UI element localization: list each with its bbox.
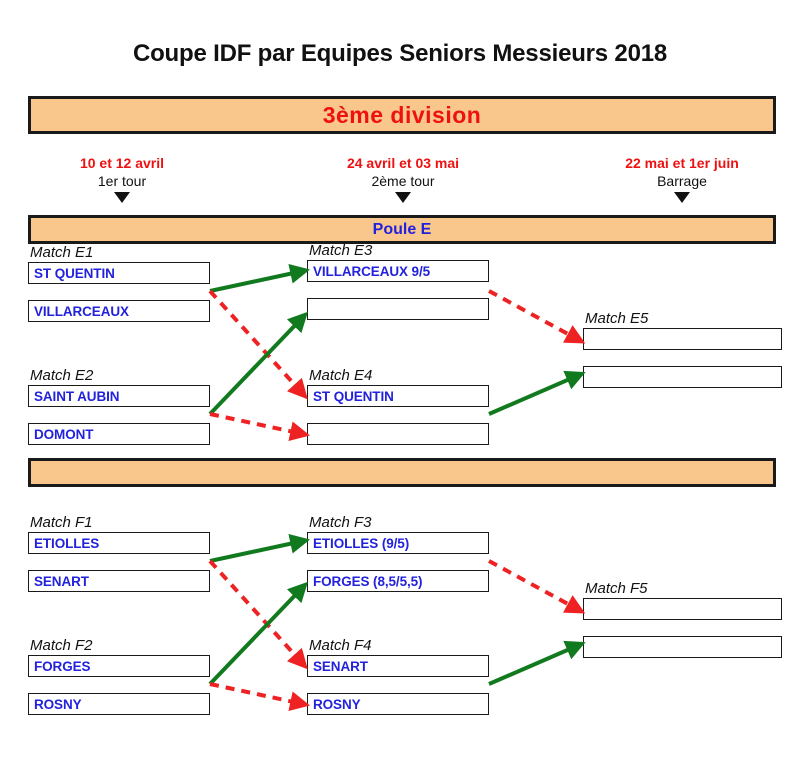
match-label: Match F1 — [30, 514, 93, 531]
connector-f2-loser — [209, 682, 311, 712]
connector-f1-loser — [208, 559, 308, 670]
match-E2-slot-2[interactable]: DOMONT — [28, 423, 210, 445]
down-triangle-icon — [674, 192, 690, 203]
round-header-2: 24 avril et 03 mai 2ème tour — [303, 155, 503, 203]
team-name: SENART — [34, 573, 89, 589]
match-F4-slot-1[interactable]: SENART — [307, 655, 489, 677]
team-name: SENART — [313, 658, 368, 674]
connector-e1-winner — [209, 263, 311, 293]
connector-e3-loser — [488, 289, 586, 344]
connector-f2-winner — [208, 581, 308, 686]
team-name: FORGES (8,5/5,5) — [313, 573, 423, 589]
team-name: VILLARCEAUX — [34, 303, 129, 319]
round-date: 24 avril et 03 mai — [346, 155, 460, 171]
match-label: Match E5 — [585, 310, 649, 327]
match-F1-slot-1[interactable]: ETIOLLES — [28, 532, 210, 554]
match-F1-slot-2[interactable]: SENART — [28, 570, 210, 592]
connector-f3-loser — [488, 559, 586, 614]
division-banner: 3ème division — [28, 96, 776, 134]
round-date: 22 mai et 1er juin — [625, 155, 739, 171]
team-name: ETIOLLES (9/5) — [313, 535, 410, 551]
match-E5-slot-2[interactable] — [583, 366, 782, 388]
match-F2-slot-2[interactable]: ROSNY — [28, 693, 210, 715]
connector-e1-loser — [208, 289, 308, 400]
match-F4-slot-2[interactable]: ROSNY — [307, 693, 489, 715]
match-E3-slot-2[interactable] — [307, 298, 489, 320]
match-label: Match F2 — [30, 637, 93, 654]
match-F3-slot-1[interactable]: ETIOLLES (9/5) — [307, 532, 489, 554]
match-E4-slot-1[interactable]: ST QUENTIN — [307, 385, 489, 407]
poule-f-banner — [28, 458, 776, 487]
team-name: VILLARCEAUX 9/5 — [313, 263, 431, 279]
connector-e2-loser — [209, 412, 311, 442]
team-name: SAINT AUBIN — [34, 388, 120, 404]
down-triangle-icon — [114, 192, 130, 203]
division-banner-label: 3ème division — [322, 101, 482, 128]
match-label: Match E1 — [30, 244, 94, 261]
match-label: Match F3 — [309, 514, 372, 531]
team-name: ST QUENTIN — [34, 265, 115, 281]
match-F3-slot-2[interactable]: FORGES (8,5/5,5) — [307, 570, 489, 592]
poule-e-banner: Poule E — [28, 215, 776, 244]
match-E2-slot-1[interactable]: SAINT AUBIN — [28, 385, 210, 407]
match-E3-slot-1[interactable]: VILLARCEAUX 9/5 — [307, 260, 489, 282]
team-name: ROSNY — [34, 696, 82, 712]
match-E5-slot-1[interactable] — [583, 328, 782, 350]
round-date: 10 et 12 avril — [79, 155, 165, 171]
connector-f1-winner — [209, 533, 311, 563]
match-F2-slot-1[interactable]: FORGES — [28, 655, 210, 677]
team-name: ETIOLLES — [34, 535, 100, 551]
match-label: Match F5 — [585, 580, 648, 597]
match-label: Match E4 — [309, 367, 373, 384]
team-name: FORGES — [34, 658, 91, 674]
round-header-1: 10 et 12 avril 1er tour — [22, 155, 222, 203]
round-name: Barrage — [657, 173, 707, 189]
team-name: ROSNY — [313, 696, 361, 712]
match-label: Match E3 — [309, 242, 373, 259]
match-label: Match E2 — [30, 367, 94, 384]
page-title: Coupe IDF par Equipes Seniors Messieurs … — [132, 40, 668, 67]
round-header-3: 22 mai et 1er juin Barrage — [582, 155, 782, 203]
match-F5-slot-1[interactable] — [583, 598, 782, 620]
connector-f4-winner — [488, 640, 586, 686]
match-E4-slot-2[interactable] — [307, 423, 489, 445]
match-E1-slot-2[interactable]: VILLARCEAUX — [28, 300, 210, 322]
team-name: ST QUENTIN — [313, 388, 394, 404]
match-F5-slot-2[interactable] — [583, 636, 782, 658]
round-name: 1er tour — [97, 173, 147, 189]
connector-e2-winner — [208, 311, 308, 416]
team-name: DOMONT — [34, 426, 94, 442]
match-label: Match F4 — [309, 637, 372, 654]
round-name: 2ème tour — [371, 173, 435, 189]
connector-e4-winner — [488, 370, 586, 416]
down-triangle-icon — [395, 192, 411, 203]
poule-e-banner-label: Poule E — [372, 220, 432, 238]
match-E1-slot-1[interactable]: ST QUENTIN — [28, 262, 210, 284]
